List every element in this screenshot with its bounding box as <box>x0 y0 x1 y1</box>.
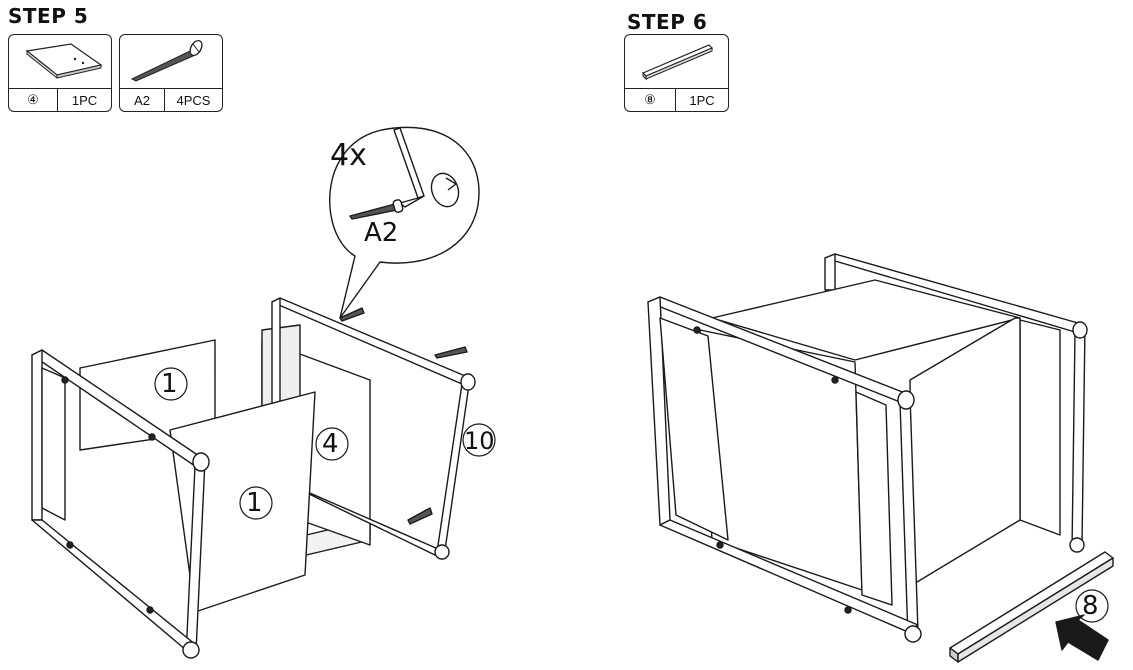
step5-title: STEP 5 <box>8 4 89 28</box>
arrow-icon <box>1055 614 1109 661</box>
callout-count: 4x <box>330 138 367 173</box>
callout-screw-label: A2 <box>364 218 399 248</box>
screw-icon <box>120 35 222 89</box>
part-qty: 1PC <box>689 92 715 108</box>
label-panel-back: 1 <box>161 369 178 399</box>
bar-icon <box>625 35 728 89</box>
panel-icon <box>9 35 111 89</box>
frame-front <box>31 349 210 659</box>
label-circle-side <box>315 427 349 461</box>
label-circle-back <box>154 367 188 401</box>
part-qty: 1PC <box>71 92 98 108</box>
frame-10 <box>271 297 476 560</box>
label-circle-bar <box>1075 589 1109 623</box>
part-id: A2 <box>120 89 165 111</box>
label-circle-front <box>239 486 273 520</box>
label-frame: 10 <box>464 427 495 455</box>
part-card-screw: A2 4PCS <box>119 34 223 112</box>
step6-title: STEP 6 <box>627 10 708 34</box>
bar-8 <box>949 551 1114 663</box>
part-qty: 4PCS <box>176 92 211 108</box>
label-circle-frame <box>462 423 496 457</box>
frame-front-step6 <box>647 296 922 643</box>
part-id: ⑧ <box>625 89 676 111</box>
label-panel-side: 4 <box>322 429 339 459</box>
label-bar: 8 <box>1082 591 1099 621</box>
part-id: ④ <box>9 89 58 111</box>
panel-right <box>909 317 1021 586</box>
part-card-bar: ⑧ 1PC <box>624 34 729 112</box>
label-panel-front: 1 <box>246 488 263 518</box>
panel-front <box>169 391 316 613</box>
part-card-panel: ④ 1PC <box>8 34 112 112</box>
